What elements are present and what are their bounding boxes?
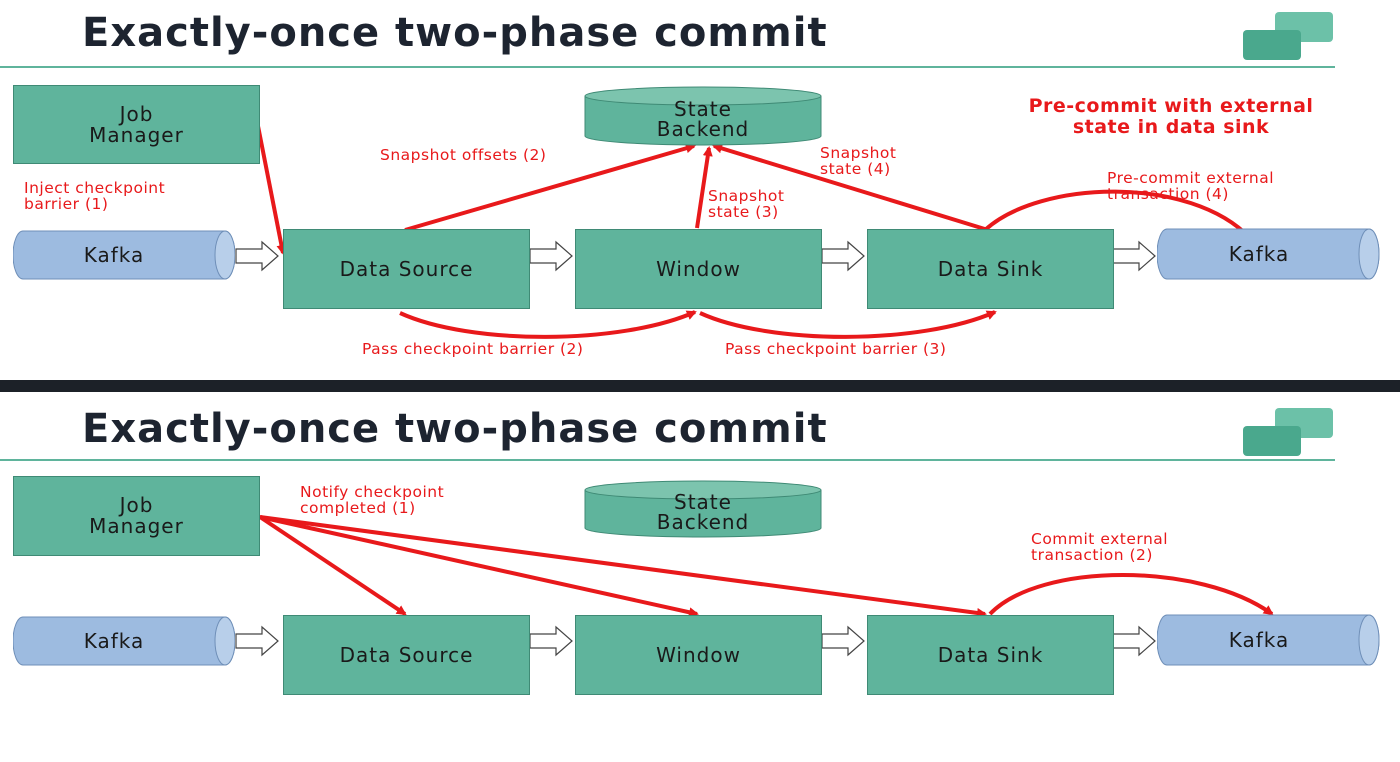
- job-manager-label: Job Manager: [89, 101, 184, 147]
- window-box: Window: [575, 615, 822, 695]
- notify-source-arrow: [258, 515, 407, 616]
- snapshot-offsets-label: Snapshot offsets (2): [380, 146, 547, 164]
- precommit-transaction-label: Pre-commit external transaction (4): [1107, 169, 1275, 204]
- pass-barrier3-arrow: [699, 310, 997, 339]
- state-backend-label: State Backend: [656, 97, 750, 141]
- data-source-box: Data Source: [283, 229, 530, 309]
- data-sink-label: Data Sink: [937, 256, 1044, 281]
- state-backend-cylinder: State Backend: [583, 86, 823, 146]
- inject-barrier-label: Inject checkpoint barrier (1): [24, 179, 166, 214]
- kafka-input-cylinder: Kafka: [13, 230, 235, 280]
- precommit-heading-note: Pre-commit with external state in data s…: [1028, 95, 1314, 138]
- kafka-output-label: Kafka: [1228, 628, 1290, 652]
- job-manager-box: Job Manager: [13, 85, 260, 164]
- pass-barrier2-label: Pass checkpoint barrier (2): [362, 340, 584, 358]
- window-label: Window: [656, 256, 741, 281]
- kafka-input-cylinder: Kafka: [13, 616, 235, 666]
- window-box: Window: [575, 229, 822, 309]
- job-manager-box: Job Manager: [13, 476, 260, 556]
- notify-window-arrow: [259, 515, 699, 618]
- logo-icon: [1243, 408, 1335, 466]
- snapshot-state4-label: Snapshot state (4): [820, 144, 897, 179]
- kafka-input-label: Kafka: [83, 243, 145, 267]
- data-sink-box: Data Sink: [867, 615, 1114, 695]
- arrows-layer: [235, 515, 1274, 657]
- snapshot-state3-label: Snapshot state (3): [708, 187, 785, 222]
- notify-sink-arrow: [259, 515, 987, 618]
- commit-transaction-arrow: [988, 573, 1274, 616]
- commit-transaction-label: Commit external transaction (2): [1031, 530, 1169, 565]
- snapshot-state4-arrow: [712, 143, 989, 232]
- snapshot-offsets-arrow: [404, 143, 696, 232]
- state-backend-cylinder: State Backend: [583, 480, 823, 538]
- pass-barrier2-arrow: [399, 310, 697, 339]
- notify-checkpoint-label: Notify checkpoint completed (1): [300, 483, 445, 518]
- slide-title: Exactly-once two-phase commit: [82, 406, 828, 452]
- slide-top: Exactly-once two-phase commit: [0, 0, 1400, 380]
- hollow-arrow-icon: [235, 625, 1156, 657]
- title-rule: [0, 459, 1335, 461]
- slide-bottom: Exactly-once two-phase commit Job Manage…: [0, 392, 1400, 762]
- job-manager-label: Job Manager: [89, 493, 184, 538]
- data-source-box: Data Source: [283, 615, 530, 695]
- snapshot-state3-arrow: [695, 146, 713, 229]
- data-source-label: Data Source: [339, 256, 474, 281]
- hollow-arrow-icon: [235, 240, 1156, 272]
- data-source-label: Data Source: [339, 642, 474, 667]
- state-backend-label: State Backend: [656, 490, 750, 534]
- slide-title: Exactly-once two-phase commit: [82, 10, 828, 56]
- logo-icon: [1243, 12, 1335, 70]
- kafka-output-label: Kafka: [1228, 242, 1290, 266]
- data-sink-box: Data Sink: [867, 229, 1114, 309]
- kafka-output-cylinder: Kafka: [1157, 228, 1381, 280]
- title-rule: [0, 66, 1335, 68]
- arrows-layer: [235, 125, 1252, 339]
- precommit-arrow: [983, 189, 1252, 240]
- kafka-input-label: Kafka: [83, 629, 145, 653]
- data-sink-label: Data Sink: [937, 642, 1044, 667]
- pass-barrier3-label: Pass checkpoint barrier (3): [725, 340, 947, 358]
- inject-barrier-arrow: [256, 125, 287, 255]
- slide-divider: [0, 380, 1400, 392]
- window-label: Window: [656, 642, 741, 667]
- kafka-output-cylinder: Kafka: [1157, 614, 1381, 666]
